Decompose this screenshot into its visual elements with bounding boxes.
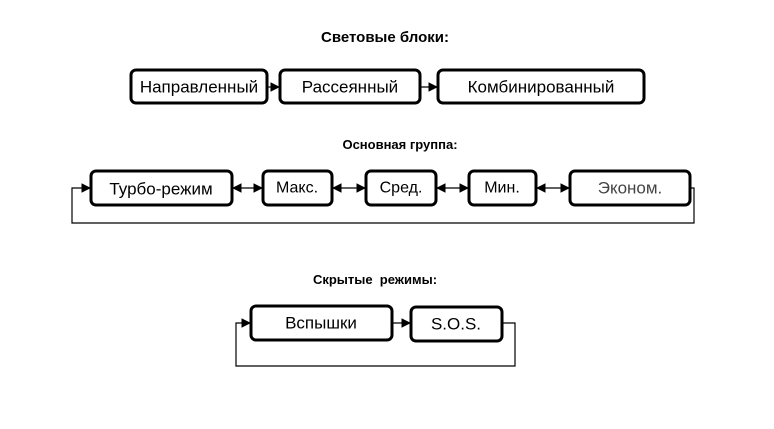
- section-title-hidden-modes: Скрытые режимы:: [313, 272, 437, 287]
- node-min: Мин.: [467, 169, 538, 207]
- node-label: Направленный: [140, 78, 258, 97]
- node-label: Сред.: [380, 180, 423, 197]
- node-turbo: Турбо-режим: [89, 169, 234, 207]
- section-title-light-blocks: Световые блоки:: [321, 29, 449, 46]
- node-label: Макс.: [276, 180, 318, 197]
- node-label: Эконом.: [598, 179, 663, 198]
- loop-sos-to-flash: [235, 318, 516, 367]
- node-diffused: Рассеянный: [278, 68, 422, 105]
- node-label: Комбинированный: [468, 78, 615, 97]
- node-label: Турбо-режим: [109, 180, 212, 199]
- node-label: Мин.: [484, 180, 520, 197]
- section-title-main-group: Основная группа:: [342, 137, 457, 152]
- node-combined: Комбинированный: [436, 68, 646, 105]
- node-max: Макс.: [261, 169, 334, 207]
- node-sos: S.O.S.: [409, 305, 504, 343]
- node-label: S.O.S.: [431, 315, 481, 334]
- node-label: Рассеянный: [302, 78, 398, 97]
- node-directional: Направленный: [129, 68, 269, 105]
- node-label: Вспышки: [285, 314, 357, 333]
- node-medium: Сред.: [364, 169, 438, 207]
- loop-eco-to-turbo: [71, 183, 695, 224]
- node-flash: Вспышки: [249, 304, 394, 342]
- node-eco: Эконом.: [568, 169, 692, 207]
